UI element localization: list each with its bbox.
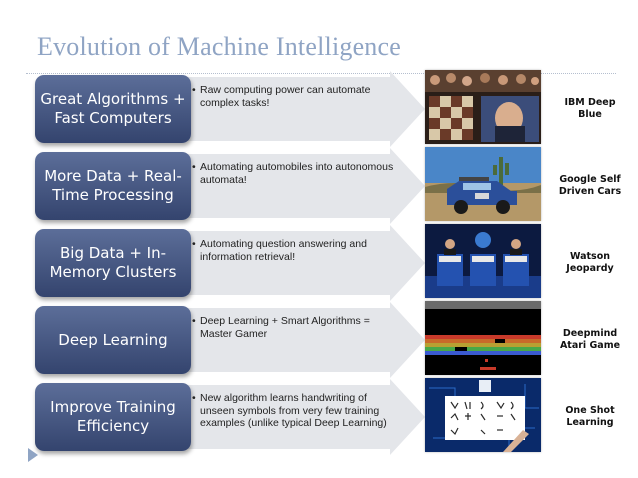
timeline-row-4: Deep Learning •Deep Learning + Smart Alg… xyxy=(0,301,638,378)
car-photo xyxy=(425,147,541,221)
handwriting-photo xyxy=(425,378,541,452)
arrow-shape xyxy=(150,302,425,378)
description-text: Raw computing power can automate complex… xyxy=(200,84,371,109)
title-divider xyxy=(26,73,616,74)
chess-photo xyxy=(425,70,541,144)
example-caption: Watson Jeopardy xyxy=(552,229,628,297)
timeline-row-3: Big Data + In-Memory Clusters •Automatin… xyxy=(0,224,638,301)
caption-text: IBM Deep Blue xyxy=(564,97,616,120)
stage-box: Improve Training Efficiency xyxy=(35,383,191,451)
caption-text: Google Self Driven Cars xyxy=(558,174,622,197)
timeline-row-1: Great Algorithms + Fast Computers •Raw c… xyxy=(0,70,638,147)
stage-description: •Automating automobiles into autonomous … xyxy=(192,161,400,186)
stage-label: Deep Learning xyxy=(58,330,168,349)
stage-description: •Deep Learning + Smart Algorithms = Mast… xyxy=(192,315,400,340)
stage-label: More Data + Real-Time Processing xyxy=(44,167,182,204)
example-caption: Deepmind Atari Game xyxy=(552,306,628,374)
arrow-shape xyxy=(150,71,425,147)
description-text: Deep Learning + Smart Algorithms = Maste… xyxy=(200,315,370,340)
stage-box: Big Data + In-Memory Clusters xyxy=(35,229,191,297)
stage-box: Deep Learning xyxy=(35,306,191,374)
caption-text: Watson Jeopardy xyxy=(566,251,614,274)
description-text: Automating automobiles into autonomous a… xyxy=(200,161,394,186)
atari-screenshot xyxy=(425,301,541,375)
stage-label: Improve Training Efficiency xyxy=(50,398,176,435)
timeline-row-2: More Data + Real-Time Processing •Automa… xyxy=(0,147,638,224)
description-text: New algorithm learns handwriting of unse… xyxy=(200,392,387,429)
stage-label: Great Algorithms + Fast Computers xyxy=(40,90,186,127)
slide-title: Evolution of Machine Intelligence xyxy=(37,32,401,61)
timeline-row-5: Improve Training Efficiency •New algorit… xyxy=(0,378,638,455)
stage-description: •Automating question answering and infor… xyxy=(192,238,400,263)
example-caption: One Shot Learning xyxy=(552,383,628,451)
stage-box: Great Algorithms + Fast Computers xyxy=(35,75,191,143)
stage-description: •New algorithm learns handwriting of uns… xyxy=(192,392,400,430)
stage-label: Big Data + In-Memory Clusters xyxy=(49,244,177,281)
stage-description: •Raw computing power can automate comple… xyxy=(192,84,400,109)
example-caption: Google Self Driven Cars xyxy=(552,152,628,220)
arrow-shape xyxy=(150,379,425,455)
example-caption: IBM Deep Blue xyxy=(552,75,628,143)
stage-box: More Data + Real-Time Processing xyxy=(35,152,191,220)
caption-text: One Shot Learning xyxy=(565,405,615,428)
arrow-shape xyxy=(150,225,425,301)
description-text: Automating question answering and inform… xyxy=(200,238,367,263)
caption-text: Deepmind Atari Game xyxy=(559,328,621,351)
slide-corner-triangle-icon xyxy=(28,448,38,462)
arrow-shape xyxy=(150,148,425,224)
jeopardy-photo xyxy=(425,224,541,298)
